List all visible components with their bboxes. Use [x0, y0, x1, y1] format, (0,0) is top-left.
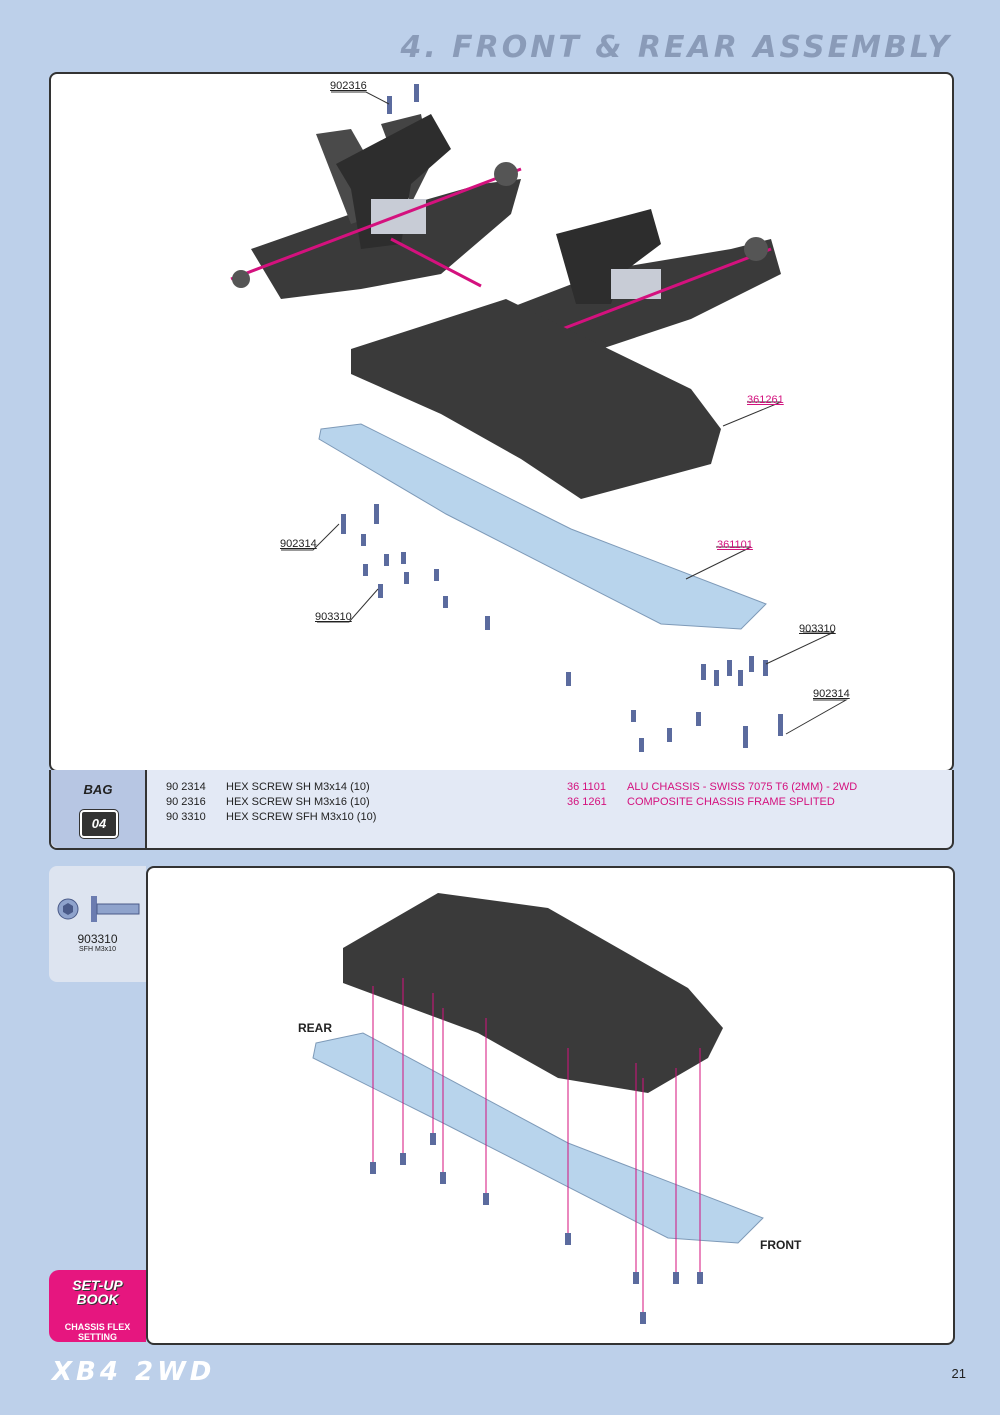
alu-plate-exploded: [312, 1032, 764, 1244]
part-desc: ALU CHASSIS - SWISS 7075 T6 (2MM) - 2WD: [627, 781, 858, 793]
part-code: 90 2314: [166, 781, 206, 793]
bag-box: BAG 04: [51, 770, 147, 848]
parts-list-right: 36 1101 ALU CHASSIS - SWISS 7075 T6 (2MM)…: [567, 780, 857, 810]
screw-ref-desc: SFH M3x10: [79, 946, 116, 953]
part-desc: HEX SCREW SFH M3x10 (10): [226, 811, 377, 823]
setup-title: SET-UP BOOK: [49, 1278, 146, 1306]
part-row: 36 1261 COMPOSITE CHASSIS FRAME SPLITED: [567, 795, 857, 810]
setup-caption: CHASSIS FLEX SETTING: [64, 1322, 131, 1342]
part-row: 36 1101 ALU CHASSIS - SWISS 7075 T6 (2MM)…: [567, 780, 857, 795]
leader-lines: [281, 91, 848, 735]
part-row: 90 2316 HEX SCREW SH M3x16 (10): [166, 795, 376, 810]
footer-logo: XB4 2WD: [52, 1357, 216, 1387]
part-desc: HEX SCREW SH M3x16 (10): [226, 796, 370, 808]
assembly-diagram-panel: 902316 361261 902314 361101 903310 90331…: [49, 72, 954, 772]
screw-ref-number: 903310: [77, 932, 118, 946]
part-code: 36 1261: [567, 796, 607, 808]
part-code: 90 2316: [166, 796, 206, 808]
setup-line1: SET-UP: [72, 1277, 123, 1293]
rear-label: REAR: [298, 1021, 333, 1035]
screw-icon: [57, 896, 140, 922]
setup-book-badge: SET-UP BOOK CHASSIS FLEX SETTING: [49, 1270, 146, 1342]
callout-902314-a: 902314: [280, 538, 317, 550]
mount-guide-lines: [372, 978, 701, 1318]
chassis-frame-exploded: [343, 893, 723, 1093]
parts-list-bar: BAG 04 90 2314 HEX SCREW SH M3x14 (10) 90…: [49, 770, 954, 850]
callout-903310-b: 903310: [799, 623, 836, 635]
callout-902316: 902316: [330, 80, 367, 92]
chassis-mount-panel: REAR FRONT: [146, 866, 955, 1345]
callout-361101: 361101: [717, 539, 753, 551]
part-code: 90 3310: [166, 811, 206, 823]
callout-902314-b: 902314: [813, 688, 850, 700]
screw-reference: 903310 SFH M3x10: [49, 866, 146, 982]
page-number: 21: [951, 1366, 966, 1381]
bag-number: 04: [79, 809, 119, 839]
mount-screws: [370, 1133, 703, 1324]
part-row: 90 3310 HEX SCREW SFH M3x10 (10): [166, 810, 376, 825]
assembly-drawing: [230, 84, 848, 752]
chassis-mount-drawing: [312, 893, 764, 1324]
rear-suspension-assembly: [230, 114, 522, 299]
setup-line2: BOOK: [76, 1291, 119, 1307]
part-row: 90 2314 HEX SCREW SH M3x14 (10): [166, 780, 376, 795]
page-title: 4. FRONT & REAR ASSEMBLY: [400, 30, 952, 65]
callout-361261: 361261: [747, 394, 784, 406]
part-code: 36 1101: [567, 781, 606, 793]
part-desc: HEX SCREW SH M3x14 (10): [226, 781, 370, 793]
bag-label: BAG: [83, 782, 113, 797]
alu-chassis-plate: [318, 423, 767, 630]
callout-903310-a: 903310: [315, 611, 352, 623]
part-desc: COMPOSITE CHASSIS FRAME SPLITED: [627, 796, 835, 808]
chassis-frame: [351, 299, 721, 499]
front-label: FRONT: [760, 1238, 802, 1252]
screws-group: [341, 84, 783, 752]
